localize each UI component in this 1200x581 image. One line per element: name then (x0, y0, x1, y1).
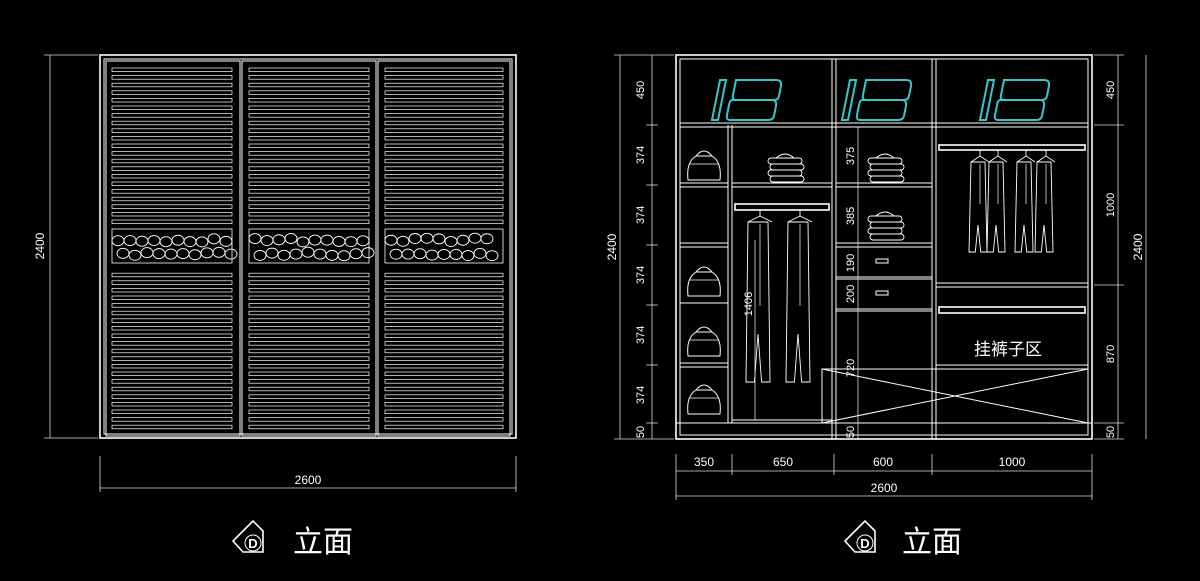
inner-dim-2: 190 (845, 254, 857, 272)
hanging-garments (745, 150, 1056, 383)
right-dim-2: 870 (1105, 345, 1117, 363)
section-marker-icon (843, 519, 876, 553)
door-panel-1 (105, 60, 241, 437)
left-wardrobe-inner-frame (103, 58, 513, 435)
right-elevation-marker: D (843, 519, 876, 553)
left-width-dimension: 2600 (99, 456, 517, 492)
door-louver-slats (111, 67, 504, 430)
bottom-dim-2: 600 (873, 455, 893, 469)
right-wardrobe-frame (675, 54, 1093, 440)
bottom-dim-3: 1000 (999, 455, 1026, 469)
folded-clothes (767, 153, 905, 241)
right-left-dimensions: 2400 450 374 374 374 374 374 50 (605, 54, 674, 440)
trouser-rail (938, 306, 1086, 314)
left-elevation: 2400 2600 D 立面 (33, 54, 517, 560)
left-dim-0: 450 (635, 81, 647, 99)
left-dim-2: 374 (635, 206, 647, 224)
handbags (687, 150, 721, 415)
left-marker-letter: D (248, 536, 257, 551)
drawer-1-handle (875, 258, 889, 264)
right-side-height-label: 2400 (1131, 233, 1145, 260)
left-width-label: 2600 (295, 473, 322, 487)
left-elevation-title: 立面 (293, 525, 353, 560)
left-elevation-marker: D (231, 519, 264, 553)
inner-dim-5: 50 (845, 426, 857, 438)
inner-dim-3: 200 (845, 285, 857, 303)
inner-dimensions: 375 385 190 200 720 50 (845, 127, 859, 439)
right-height-label: 2400 (605, 233, 619, 260)
hanging-rail-right (938, 144, 1086, 151)
door-stone-band (111, 228, 504, 264)
right-dim-1: 1000 (1105, 193, 1117, 217)
left-wardrobe-frame (99, 54, 517, 439)
drawer-2-handle (875, 290, 889, 296)
left-dim-3: 374 (635, 266, 647, 284)
hanging-rail-center (734, 203, 830, 211)
right-bottom-dimensions: 350 650 600 1000 2600 (675, 454, 1093, 500)
drawer-2 (835, 278, 933, 310)
hanging-height-label: 1406 (743, 292, 755, 316)
right-dim-3: 50 (1105, 426, 1117, 438)
left-dim-5: 374 (635, 386, 647, 404)
right-dim-0: 450 (1105, 81, 1117, 99)
left-height-dimension: 2400 (33, 54, 98, 439)
left-dim-6: 50 (635, 426, 647, 438)
bottom-dim-0: 350 (694, 455, 714, 469)
door-panel-3 (377, 60, 511, 437)
right-elevation: 挂裤子区 1406 2400 450 374 374 374 374 374 5… (605, 54, 1147, 560)
bottom-dim-1: 650 (773, 455, 793, 469)
drawer-1 (835, 246, 933, 278)
inner-dim-4: 720 (845, 359, 857, 377)
inner-dim-0: 375 (845, 147, 857, 165)
right-elevation-title: 立面 (902, 525, 962, 560)
left-height-label: 2400 (33, 232, 47, 259)
left-dim-4: 374 (635, 326, 647, 344)
door-panel-2 (241, 60, 377, 437)
trouser-zone-note: 挂裤子区 (974, 340, 1042, 360)
section-marker-icon (231, 519, 264, 553)
open-compartment-cross (821, 368, 1089, 424)
right-marker-letter: D (860, 536, 869, 551)
right-total-width: 2600 (871, 481, 898, 495)
inner-dim-1: 385 (845, 207, 857, 225)
right-right-dimensions: 450 1000 870 50 2400 (1094, 54, 1147, 440)
decor-glyphs (710, 79, 1051, 121)
left-dim-1: 374 (635, 146, 647, 164)
